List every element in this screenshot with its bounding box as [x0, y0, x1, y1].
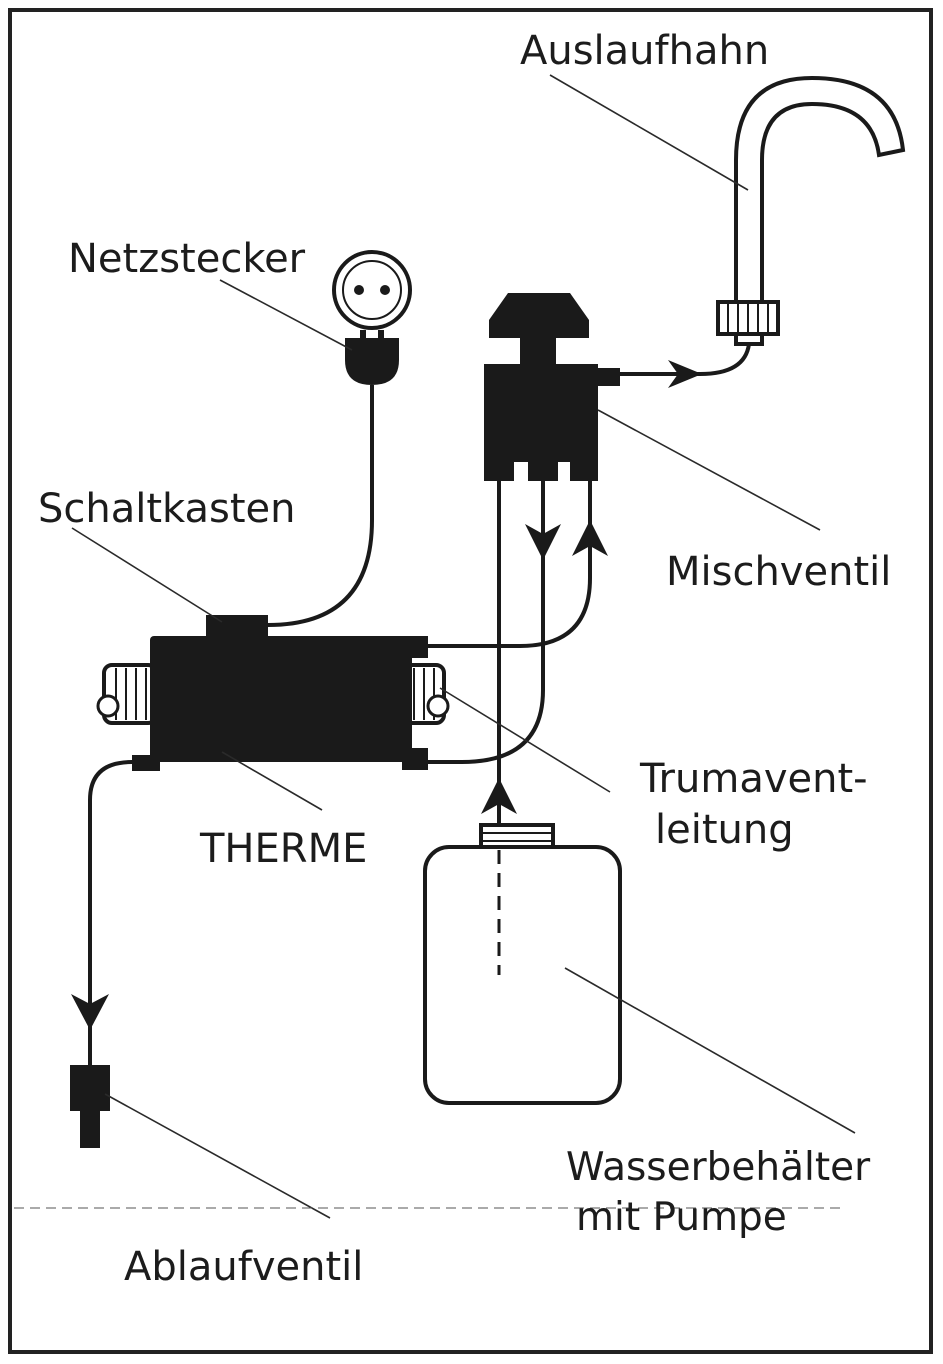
label-wasserbehaelter-line2: mit Pumpe [576, 1195, 787, 1240]
label-netzstecker: Netzstecker [68, 236, 306, 282]
arrow-down-drain-icon [71, 994, 109, 1030]
pipe-to-drain [88, 760, 133, 1065]
power-cable [267, 385, 374, 627]
pipe-hot-water [428, 481, 592, 648]
heater-icon [96, 615, 450, 771]
label-trumavent-line1: Trumavent- [639, 756, 868, 802]
leader-netzstecker [219, 279, 353, 351]
label-schaltkasten: Schaltkasten [38, 486, 296, 532]
label-therme: THERME [199, 826, 367, 872]
drain-valve-icon [70, 1065, 110, 1148]
socket-icon [332, 250, 412, 330]
leader-therme [221, 751, 323, 811]
leader-trumavent [439, 687, 611, 793]
arrow-up-tank-icon [481, 778, 517, 814]
label-wasserbehaelter-line1: Wasserbehälter [566, 1145, 871, 1190]
pipe-cold-to-heater [428, 481, 545, 764]
label-ablaufventil: Ablaufventil [124, 1244, 363, 1290]
plug-icon [345, 330, 399, 385]
leader-wasserbehaelter [564, 967, 856, 1134]
mixing-valve-icon [484, 293, 620, 481]
leader-mischventil [597, 409, 821, 531]
leader-schaltkasten [71, 527, 223, 623]
arrow-to-faucet-icon [668, 360, 702, 388]
leader-ablaufventil [104, 1093, 331, 1219]
diagram-frame [8, 8, 933, 1354]
faucet-icon [716, 75, 906, 346]
leader-auslaufhahn [549, 74, 749, 191]
arrow-up-hot-icon [572, 520, 608, 556]
label-mischventil: Mischventil [666, 549, 891, 595]
label-trumavent-line2: leitung [655, 807, 794, 853]
arrow-down-cold-icon [525, 524, 561, 560]
label-auslaufhahn: Auslaufhahn [520, 28, 769, 74]
water-tank-icon [423, 823, 622, 1105]
